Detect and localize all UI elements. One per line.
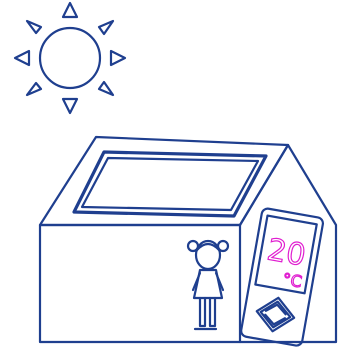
sun-icon <box>15 3 125 113</box>
thermostat-controls[interactable] <box>254 294 297 334</box>
skylight-window <box>74 152 266 216</box>
child-icon <box>188 241 228 329</box>
temperature-unit: °C <box>281 269 303 291</box>
temperature-readout: 20 <box>265 232 309 273</box>
thermostat-icon: 20 °C <box>240 208 324 347</box>
